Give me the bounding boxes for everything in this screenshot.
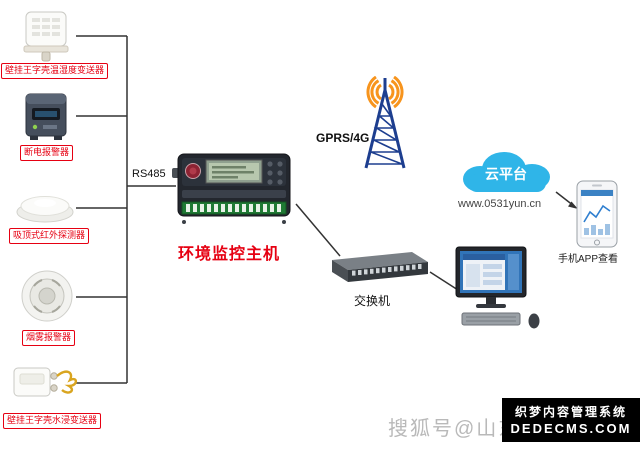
phone-app-label: 手机APP查看 <box>558 254 619 265</box>
gprs-tower-icon <box>352 75 418 177</box>
lan-lines <box>295 203 459 291</box>
rs485-bus-lines <box>76 35 176 384</box>
cloud-platform-label: 云平台 <box>485 166 527 182</box>
water-leak-sensor-label: 壁挂王字壳水浸变送器 <box>3 413 102 429</box>
monitoring-host-icon <box>172 140 296 237</box>
watermark-text: 搜狐号@山东 <box>388 418 521 440</box>
water-leak-sensor-icon <box>12 356 78 415</box>
power-failure-alarm-label: 断电报警器 <box>20 145 74 161</box>
network-switch-icon <box>326 250 430 293</box>
smoke-alarm-icon <box>20 268 74 331</box>
rs485-bus-label: RS485 <box>132 168 166 180</box>
power-failure-alarm-icon <box>20 90 72 147</box>
cms-badge-line1: 织梦内容管理系统 <box>514 405 627 419</box>
desktop-computer-icon <box>450 245 550 338</box>
smoke-alarm-label: 烟雾报警器 <box>22 330 76 346</box>
cloud-platform-icon: 云平台 <box>452 146 562 203</box>
ceiling-infrared-detector-label: 吸顶式红外探测器 <box>9 228 90 244</box>
network-switch-label: 交换机 <box>354 294 391 308</box>
temp-humidity-sensor-label: 壁挂王字壳温湿度变送器 <box>1 63 109 79</box>
cms-badge-line2: DEDECMS.COM <box>510 420 632 436</box>
temp-humidity-sensor-icon <box>18 10 74 67</box>
mobile-phone-icon <box>576 180 618 253</box>
monitoring-host-label: 环境监控主机 <box>178 246 281 263</box>
cms-badge: 织梦内容管理系统 DEDECMS.COM <box>502 398 640 442</box>
cloud-to-phone-arrow <box>555 191 578 209</box>
cloud-url-label: www.0531yun.cn <box>458 198 542 210</box>
ceiling-infrared-detector-icon <box>14 192 76 229</box>
gprs-label: GPRS/4G <box>316 131 370 145</box>
